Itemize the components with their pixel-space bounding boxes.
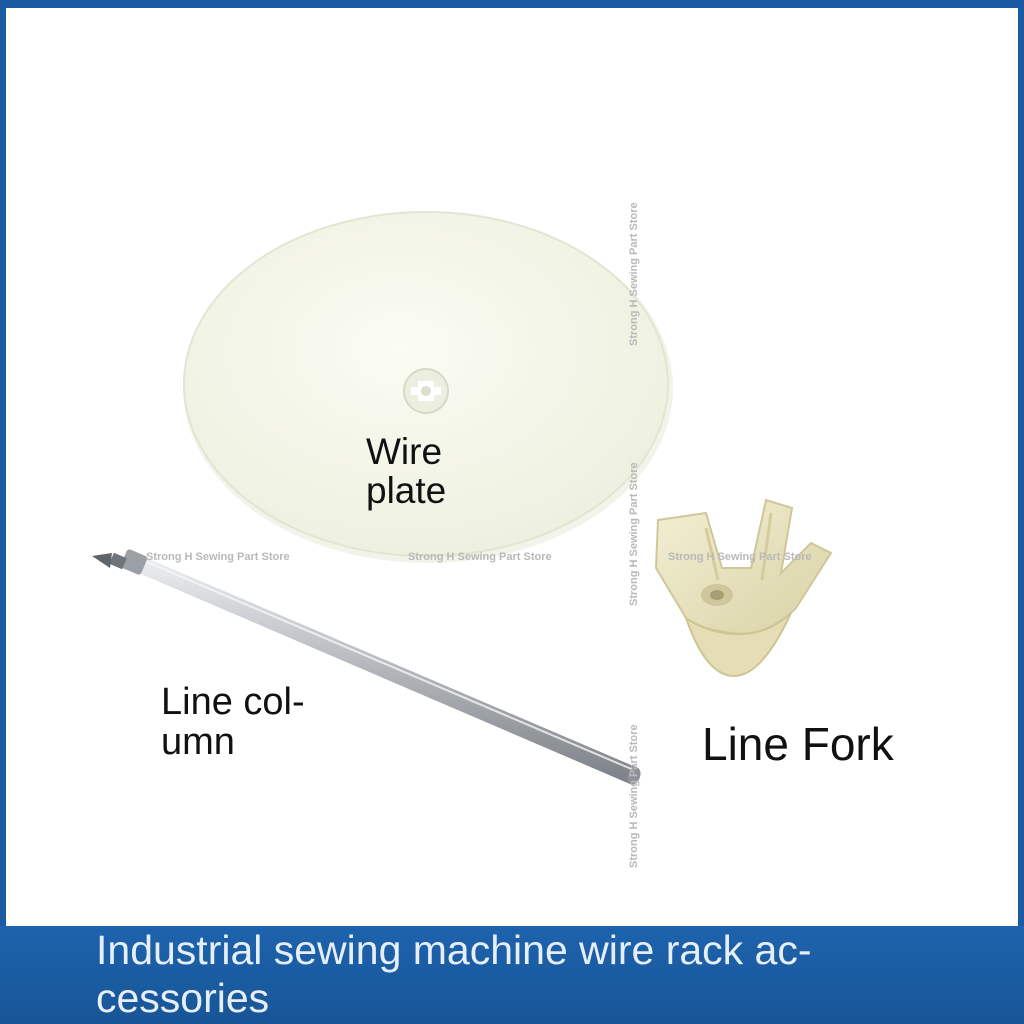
watermark-text: Strong H Sewing Part Store [628, 724, 640, 868]
banner-title: Industrial sewing machine wire rack ac-c… [96, 927, 812, 1021]
watermark-text: Strong H Sewing Part Store [408, 551, 552, 563]
watermark-text: Strong H Sewing Part Store [628, 462, 640, 606]
product-illustration [92, 211, 833, 785]
watermark-text: Strong H Sewing Part Store [146, 551, 290, 563]
watermark-text: Strong H Sewing Part Store [668, 551, 812, 563]
plate-center-hole-icon [403, 368, 449, 414]
line-fork-label: Line Fork [702, 718, 894, 770]
line-column-illustration [92, 549, 641, 785]
line-column-label: Line col-umn [161, 681, 305, 763]
product-photo: Strong H Sewing Part Store Strong H Sewi… [6, 8, 1018, 926]
wire-plate-label: Wire plate [366, 431, 447, 511]
caption-banner: Industrial sewing machine wire rack ac-c… [0, 926, 1024, 1024]
wire-plate-illustration [183, 211, 673, 563]
watermark-text: Strong H Sewing Part Store [628, 202, 640, 346]
line-fork-illustration [654, 498, 833, 678]
